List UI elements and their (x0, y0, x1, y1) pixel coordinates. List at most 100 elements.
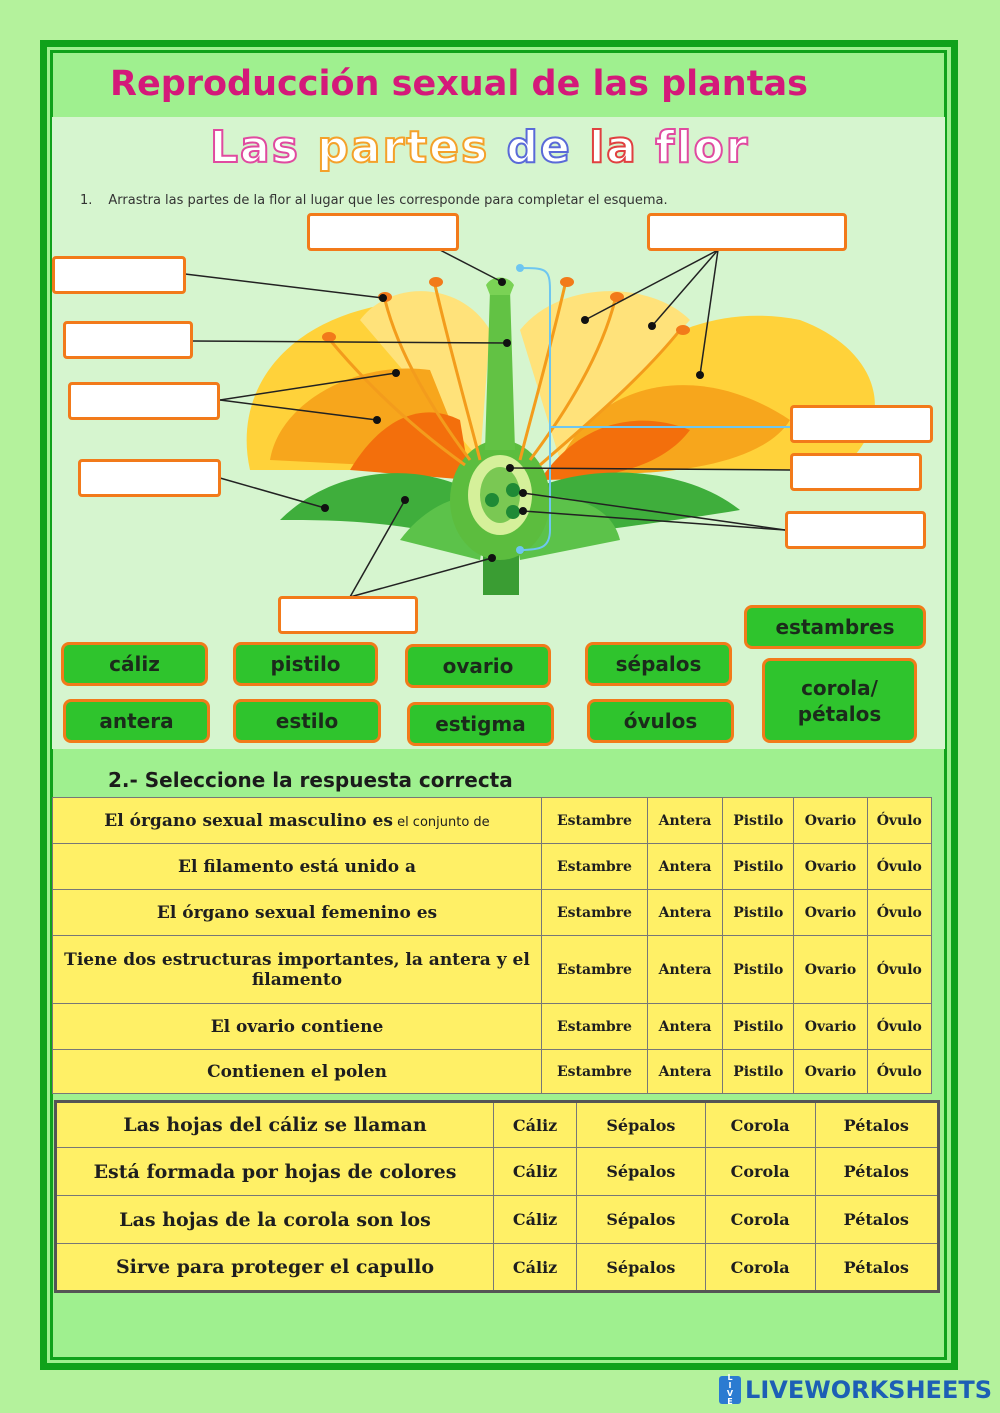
table1-option[interactable]: Antera (646, 797, 724, 844)
table1-question: El filamento está unido a (52, 843, 542, 890)
table2-option[interactable]: Corola (704, 1147, 816, 1196)
table1-option[interactable]: Antera (646, 889, 724, 936)
drop-zone-right-3[interactable] (785, 511, 926, 549)
logo-text: LIVEWORKSHEETS (745, 1376, 992, 1404)
drop-zone-right-1[interactable] (790, 405, 933, 443)
table1-option[interactable]: Ovario (793, 935, 868, 1004)
drop-zone-top-right[interactable] (647, 213, 847, 251)
chip-corola[interactable]: corola/pétalos (762, 658, 917, 743)
table1-option[interactable]: Óvulo (866, 889, 933, 936)
table1-question-text: Tiene dos estructuras importantes, la an… (64, 949, 530, 990)
drop-zone-left-3[interactable] (68, 382, 220, 420)
table1-question-text: Contienen el polen (207, 1061, 387, 1082)
table1-option[interactable]: Pistilo (722, 935, 795, 1004)
table1-option[interactable]: Estambre (541, 889, 648, 936)
table1-option[interactable]: Estambre (541, 843, 648, 890)
table1-option[interactable]: Ovario (793, 1003, 868, 1050)
drop-zone-left-1[interactable] (52, 256, 186, 294)
drop-zone-top-center[interactable] (307, 213, 459, 251)
table1-row: Tiene dos estructuras importantes, la an… (52, 935, 933, 1004)
table1-option[interactable]: Pistilo (722, 889, 795, 936)
table1-question-text: El órgano sexual masculino es (104, 810, 393, 831)
table2-question-text: Sirve para proteger el capullo (115, 1256, 435, 1278)
drop-zone-left-2[interactable] (63, 321, 193, 359)
chip-estigma[interactable]: estigma (407, 702, 554, 746)
table1-option[interactable]: Óvulo (866, 1003, 933, 1050)
chip-antera[interactable]: antera (63, 699, 210, 743)
table1-option[interactable]: Antera (646, 935, 724, 1004)
table1-question-text: El órgano sexual femenino es (156, 902, 438, 923)
table2-option[interactable]: Sépalos (576, 1147, 706, 1196)
table1-option[interactable]: Antera (646, 1049, 724, 1094)
table2-option[interactable]: Pétalos (814, 1147, 940, 1196)
table1-option[interactable]: Óvulo (866, 843, 933, 890)
table1-option[interactable]: Óvulo (866, 797, 933, 844)
chip-estilo[interactable]: estilo (233, 699, 381, 743)
drop-zone-bottom[interactable] (278, 596, 418, 634)
table2-option[interactable]: Cáliz (492, 1243, 578, 1292)
drop-zone-right-2[interactable] (790, 453, 922, 491)
section-2-heading: 2.- Seleccione la respuesta correcta (108, 768, 513, 792)
table2-option[interactable]: Cáliz (492, 1195, 578, 1244)
table1-option[interactable]: Pistilo (722, 843, 795, 890)
table2-option[interactable]: Corola (704, 1101, 816, 1148)
worksheet-title-word-2: partes (316, 121, 507, 174)
table1-option[interactable]: Óvulo (866, 1049, 933, 1094)
quiz-table-1: El órgano sexual masculino es el conjunt… (52, 797, 933, 1094)
table2-option[interactable]: Pétalos (814, 1195, 940, 1244)
chip-estambres[interactable]: estambres (744, 605, 926, 649)
chip-ovario[interactable]: ovario (405, 644, 551, 688)
table1-option[interactable]: Ovario (793, 889, 868, 936)
table2-option[interactable]: Cáliz (492, 1101, 578, 1148)
table2-question-text: Las hojas de la corola son los (119, 1208, 431, 1231)
table2-question: Sirve para proteger el capullo (55, 1243, 494, 1292)
table1-option[interactable]: Estambre (541, 1049, 648, 1094)
table1-option[interactable]: Antera (646, 1003, 724, 1050)
chip-corola-line2: pétalos (797, 701, 882, 726)
drop-zone-left-4[interactable] (78, 459, 221, 497)
table2-option[interactable]: Cáliz (492, 1147, 578, 1196)
table2-question-text: Está formada por hojas de colores (93, 1160, 457, 1183)
table1-question-text: El filamento está unido a (178, 856, 416, 877)
table2-option[interactable]: Sépalos (576, 1195, 706, 1244)
table2-option[interactable]: Pétalos (814, 1243, 940, 1292)
table2-question: Las hojas de la corola son los (55, 1195, 494, 1244)
table1-option[interactable]: Pistilo (722, 797, 795, 844)
table2-option[interactable]: Corola (704, 1195, 816, 1244)
chip-corola-line1: corola/ (801, 675, 878, 700)
table1-option[interactable]: Antera (646, 843, 724, 890)
chip-ovulos[interactable]: óvulos (587, 699, 734, 743)
chip-sepalos[interactable]: sépalos (585, 642, 732, 686)
table2-option[interactable]: Pétalos (814, 1101, 940, 1148)
table1-option[interactable]: Estambre (541, 797, 648, 844)
table2-option[interactable]: Corola (704, 1243, 816, 1292)
table1-option[interactable]: Estambre (541, 935, 648, 1004)
chip-pistilo[interactable]: pistilo (233, 642, 378, 686)
table2-question: Está formada por hojas de colores (55, 1147, 494, 1196)
table2-option[interactable]: Sépalos (576, 1101, 706, 1148)
table1-option[interactable]: Estambre (541, 1003, 648, 1050)
worksheet-title-word-4: la (588, 121, 656, 174)
table1-option[interactable]: Pistilo (722, 1049, 795, 1094)
chip-caliz[interactable]: cáliz (61, 642, 208, 686)
table1-option[interactable]: Ovario (793, 1049, 868, 1094)
table1-option[interactable]: Ovario (793, 843, 868, 890)
table1-option[interactable]: Óvulo (866, 935, 933, 1004)
table1-question: Contienen el polen (52, 1049, 542, 1094)
table2-option[interactable]: Sépalos (576, 1243, 706, 1292)
table1-option[interactable]: Pistilo (722, 1003, 795, 1050)
table1-option[interactable]: Ovario (793, 797, 868, 844)
table1-question: El órgano sexual femenino es (52, 889, 542, 936)
worksheet-title-word-5: flor (654, 121, 750, 174)
